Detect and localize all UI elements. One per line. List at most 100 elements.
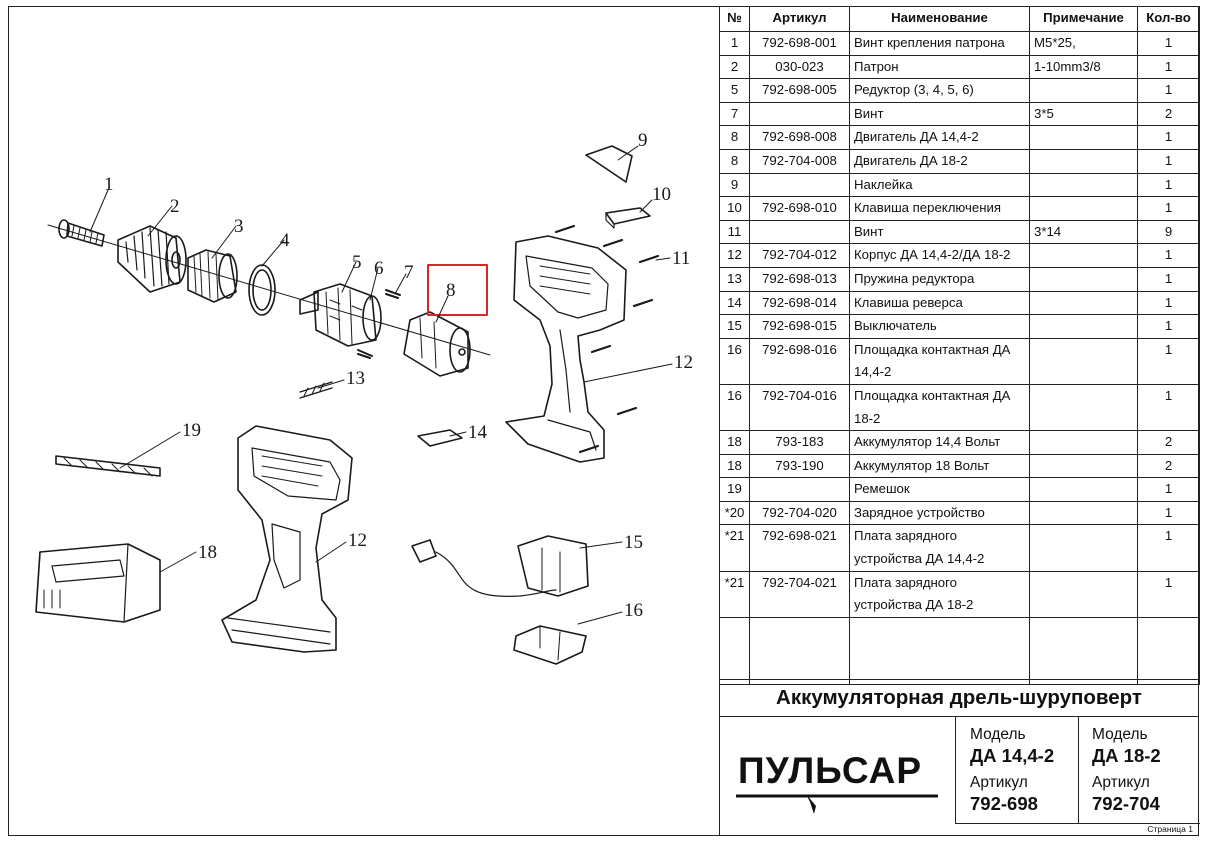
cell-number: 5 bbox=[719, 78, 750, 103]
cell-empty bbox=[749, 616, 850, 685]
part-18-battery bbox=[35, 543, 161, 623]
cell-article: 792-698-021 bbox=[749, 524, 850, 572]
cell-article: 792-698-001 bbox=[749, 31, 850, 56]
cell-number: *21 bbox=[719, 524, 750, 572]
cell-qty: 1 bbox=[1137, 383, 1200, 432]
cell-article: 793-183 bbox=[749, 430, 850, 455]
col-header-qty: Кол-во bbox=[1137, 6, 1200, 32]
callout-10: 10 bbox=[652, 184, 671, 205]
cell-note: 3*5 bbox=[1029, 101, 1138, 127]
cell-qty: 2 bbox=[1137, 430, 1200, 455]
cell-name: Зарядное устройство bbox=[849, 500, 1030, 526]
cell-qty: 1 bbox=[1137, 500, 1200, 526]
divider-vertical bbox=[1078, 716, 1079, 824]
cell-qty: 1 bbox=[1137, 148, 1200, 174]
callout-15: 15 bbox=[624, 532, 643, 553]
cell-number: 9 bbox=[719, 172, 750, 198]
cell-number: 14 bbox=[719, 290, 750, 316]
callout-6: 6 bbox=[374, 258, 384, 279]
brand-name: ПУЛЬСАР bbox=[738, 750, 923, 791]
callout-3: 3 bbox=[234, 216, 244, 237]
article-label-2: Артикул bbox=[1092, 774, 1150, 791]
cell-qty: 2 bbox=[1137, 101, 1200, 127]
callout-12-housing: 12 bbox=[674, 352, 693, 373]
callout-4: 4 bbox=[280, 230, 290, 251]
cell-name: Пружина редуктора bbox=[849, 266, 1030, 292]
cell-number: 2 bbox=[719, 54, 750, 80]
cell-number: *21 bbox=[719, 570, 750, 618]
cell-name: Патрон bbox=[849, 54, 1030, 80]
divider-horizontal bbox=[955, 823, 1200, 824]
page-number: Страница 1 bbox=[1147, 824, 1193, 834]
cell-article: 792-698-010 bbox=[749, 196, 850, 221]
cell-note: 1-10mm3/8 bbox=[1029, 54, 1138, 80]
cell-article: 792-704-021 bbox=[749, 570, 850, 618]
callout-8: 8 bbox=[446, 280, 456, 301]
exploded-diagram: 1 2 3 4 5 6 7 8 9 10 11 12 13 14 12 15 1… bbox=[35, 130, 693, 665]
part-14-reverse-key bbox=[417, 429, 463, 447]
cell-number: 11 bbox=[719, 219, 750, 245]
cell-number: 10 bbox=[719, 196, 750, 221]
cell-qty: 1 bbox=[1137, 54, 1200, 80]
article-value-2: 792-704 bbox=[1092, 793, 1160, 814]
cell-name: Винт крепления патрона bbox=[849, 31, 1030, 56]
cell-qty: 1 bbox=[1137, 477, 1200, 502]
cell-empty bbox=[1029, 616, 1138, 685]
cell-note bbox=[1029, 290, 1138, 316]
table-row-empty bbox=[719, 616, 1200, 685]
article-label-1: Артикул bbox=[970, 774, 1028, 791]
callout-16: 16 bbox=[624, 600, 643, 621]
cell-article bbox=[749, 101, 850, 127]
callout-2: 2 bbox=[170, 196, 180, 217]
model-value-1: ДА 14,4-2 bbox=[970, 745, 1055, 766]
cell-article: 792-698-014 bbox=[749, 290, 850, 316]
cell-article: 030-023 bbox=[749, 54, 850, 80]
cell-number: 18 bbox=[719, 430, 750, 455]
callout-14: 14 bbox=[468, 422, 488, 443]
cell-qty: 1 bbox=[1137, 78, 1200, 103]
cell-name: Площадка контактная ДА 18-2 bbox=[849, 383, 1030, 432]
title-block: ПУЛЬСАР Модель ДА 14,4-2 Артикул 792-698… bbox=[719, 716, 1200, 836]
cell-article: 792-704-016 bbox=[749, 383, 850, 432]
cell-qty: 2 bbox=[1137, 453, 1200, 479]
col-header-note: Примечание bbox=[1029, 6, 1138, 32]
cell-note bbox=[1029, 524, 1138, 572]
cell-name: Клавиша реверса bbox=[849, 290, 1030, 316]
callout-19: 19 bbox=[182, 420, 201, 441]
cell-number: *20 bbox=[719, 500, 750, 526]
cell-name: Винт bbox=[849, 219, 1030, 245]
cell-qty: 1 bbox=[1137, 125, 1200, 150]
cell-note bbox=[1029, 383, 1138, 432]
col-header-number: № bbox=[719, 6, 750, 32]
cell-number: 8 bbox=[719, 125, 750, 150]
cell-qty: 1 bbox=[1137, 172, 1200, 198]
cell-qty: 9 bbox=[1137, 219, 1200, 245]
cell-name: Аккумулятор 18 Вольт bbox=[849, 453, 1030, 479]
cell-note bbox=[1029, 78, 1138, 103]
cell-qty: 1 bbox=[1137, 243, 1200, 268]
cell-name: Площадка контактная ДА 14,4-2 bbox=[849, 337, 1030, 385]
part-7-screw bbox=[357, 289, 401, 359]
model-label-1: Модель bbox=[970, 726, 1026, 743]
cell-note bbox=[1029, 500, 1138, 526]
cell-qty: 1 bbox=[1137, 266, 1200, 292]
callout-11: 11 bbox=[672, 248, 690, 269]
cell-note bbox=[1029, 477, 1138, 502]
callout-5: 5 bbox=[352, 252, 362, 273]
divider-vertical bbox=[955, 716, 956, 824]
